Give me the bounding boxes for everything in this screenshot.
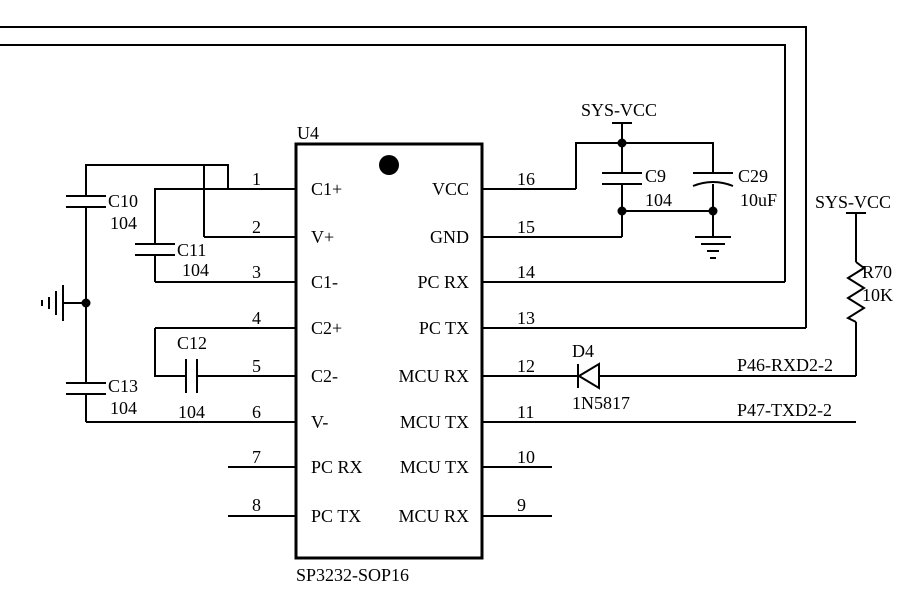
- wire-vcc-rail: [575, 142, 714, 189]
- ic-body: [294, 142, 484, 560]
- net-label-txd: P47-TXD2-2: [737, 400, 832, 420]
- c12-value: 104: [178, 402, 205, 422]
- r70-value: 10K: [862, 285, 893, 305]
- pin-name-3: C1-: [311, 272, 338, 292]
- pin-name-15: GND: [430, 227, 469, 247]
- net-label-rxd: P46-RXD2-2: [737, 355, 833, 375]
- pin-name-1: C1+: [311, 179, 342, 199]
- power-label-sys-vcc-right: SYS-VCC: [815, 192, 891, 212]
- pin1-dot: [379, 155, 399, 175]
- power-label-sys-vcc-top: SYS-VCC: [581, 100, 657, 120]
- pin-number-13: 13: [517, 308, 535, 328]
- pin-name-2: V+: [311, 227, 334, 247]
- wire-pc-tx-loop: [0, 26, 807, 328]
- pin-number-11: 11: [517, 402, 534, 422]
- resistor-icon-r70: [845, 261, 866, 323]
- ground-icon-left: [41, 285, 64, 321]
- pin-number-4: 4: [252, 308, 261, 328]
- r70-ref: R70: [862, 262, 892, 282]
- pin-number-6: 6: [252, 402, 261, 422]
- pin-number-14: 14: [517, 262, 535, 282]
- c10-value: 104: [110, 213, 137, 233]
- wire-c12-left: [154, 328, 186, 377]
- pin-name-5: C2-: [311, 366, 338, 386]
- d4-value: 1N5817: [572, 393, 630, 413]
- pin-number-9: 9: [517, 495, 526, 515]
- pin-name-10: MCU TX: [400, 457, 469, 477]
- pin-name-12: MCU RX: [398, 366, 469, 386]
- c10-ref: C10: [108, 191, 138, 211]
- d4-ref: D4: [572, 341, 594, 361]
- pin-number-10: 10: [517, 447, 535, 467]
- pin-name-7: PC RX: [311, 457, 363, 477]
- junction-c29: [708, 206, 718, 216]
- pin-name-13: PC TX: [419, 318, 469, 338]
- c29-ref: C29: [738, 166, 768, 186]
- wire-c1plus: [85, 164, 229, 196]
- pin-number-8: 8: [252, 495, 261, 515]
- ic-u4: U4 SP3232-SOP16 1 2 3 4 5 6 7 8 C1+ V+ C…: [86, 123, 856, 585]
- pin-number-1: 1: [252, 169, 261, 189]
- diode-icon: [577, 362, 600, 390]
- pin-number-15: 15: [517, 217, 535, 237]
- pin-number-2: 2: [252, 217, 261, 237]
- junction-c9: [617, 206, 627, 216]
- pin-number-3: 3: [252, 262, 261, 282]
- pin-number-5: 5: [252, 356, 261, 376]
- ic-part-label: SP3232-SOP16: [296, 565, 409, 585]
- pin-name-8: PC TX: [311, 506, 361, 526]
- c11-value: 104: [182, 260, 209, 280]
- pin-name-9: MCU RX: [398, 506, 469, 526]
- pin-number-12: 12: [517, 356, 535, 376]
- ground-icon-right: [695, 236, 731, 259]
- rx-network: D4 1N5817 P46-RXD2-2 P47-TXD2-2 SYS-VCC …: [572, 192, 893, 420]
- pin-name-16: VCC: [432, 179, 469, 199]
- pin-name-11: MCU TX: [400, 412, 469, 432]
- pin-name-14: PC RX: [417, 272, 469, 292]
- c11-ref: C11: [177, 240, 206, 260]
- wire-c11-top: [154, 188, 228, 244]
- c29-plate-bottom: [692, 181, 734, 187]
- wire-pc-rx-loop: [0, 44, 786, 282]
- pin-number-16: 16: [517, 169, 535, 189]
- c9-ref: C9: [645, 166, 666, 186]
- c13-value: 104: [110, 398, 137, 418]
- vcc-network: SYS-VCC C9 104 C29 10uF: [575, 100, 777, 259]
- c12-ref: C12: [177, 333, 207, 353]
- c13-ref: C13: [108, 376, 138, 396]
- c9-value: 104: [645, 190, 672, 210]
- ic-ref-label: U4: [297, 123, 319, 143]
- left-network: C10 104 C13 104 C11 104 C12 104: [41, 164, 229, 422]
- pin-name-4: C2+: [311, 318, 342, 338]
- pin-name-6: V-: [311, 412, 328, 432]
- pin-number-7: 7: [252, 447, 261, 467]
- c29-value: 10uF: [740, 190, 777, 210]
